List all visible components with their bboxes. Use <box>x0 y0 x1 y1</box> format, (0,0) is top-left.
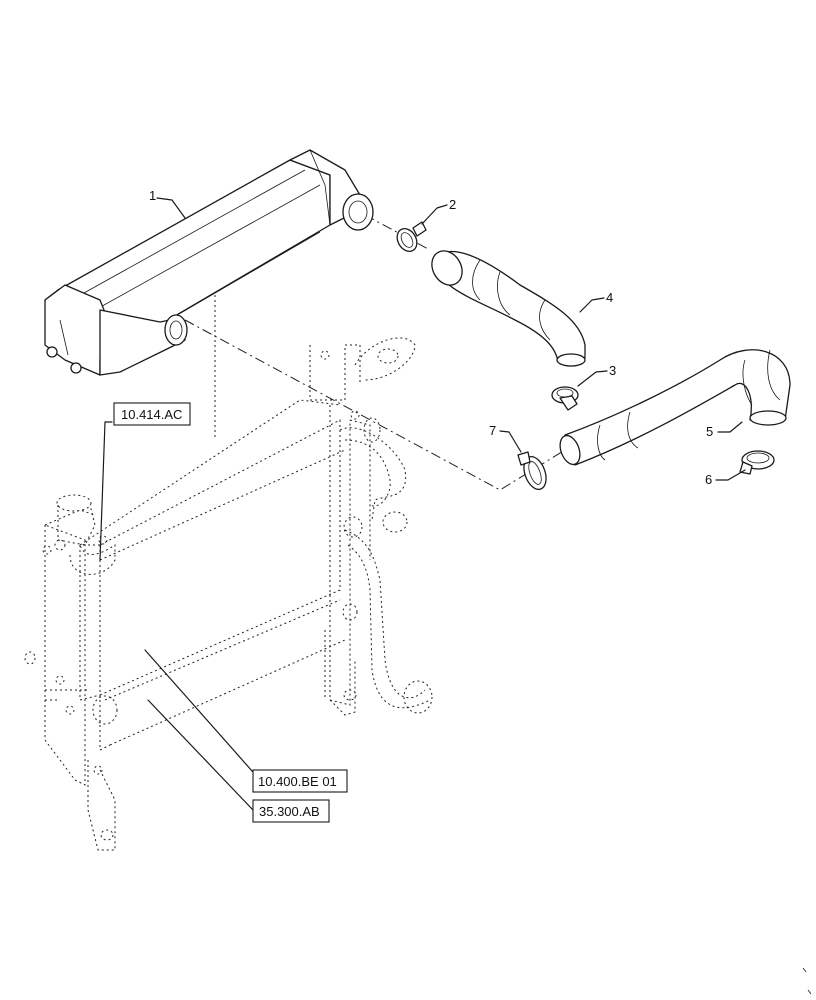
reference-10-414-ac[interactable]: 10.414.AC <box>113 402 191 426</box>
reference-10-400-be-01[interactable]: 10.400.BE 01 <box>252 769 348 793</box>
hose-clamp-2 <box>396 221 427 252</box>
svg-text:10.414.AC: 10.414.AC <box>121 407 182 422</box>
intercooler <box>44 149 374 376</box>
svg-text:10.400.BE 01: 10.400.BE 01 <box>258 774 337 789</box>
centerline <box>184 319 566 491</box>
reference-35-300-ab[interactable]: 35.300.AB <box>252 799 330 823</box>
callout-5: 5 <box>706 424 713 439</box>
corner-mark <box>802 967 812 995</box>
svg-text:35.300.AB: 35.300.AB <box>259 804 320 819</box>
hose-4 <box>431 250 586 367</box>
callout-6: 6 <box>705 472 712 487</box>
hose-5 <box>559 349 791 466</box>
callout-1: 1 <box>149 188 156 203</box>
centerline-upper <box>364 214 431 251</box>
callout-3: 3 <box>609 363 616 378</box>
callout-2: 2 <box>449 197 456 212</box>
radiator-assembly-phantom <box>24 295 433 851</box>
hose-clamp-3 <box>551 386 579 411</box>
callout-4: 4 <box>606 290 613 305</box>
callout-7: 7 <box>489 423 496 438</box>
hose-clamp-7 <box>517 451 547 490</box>
leader-lines <box>99 197 746 811</box>
